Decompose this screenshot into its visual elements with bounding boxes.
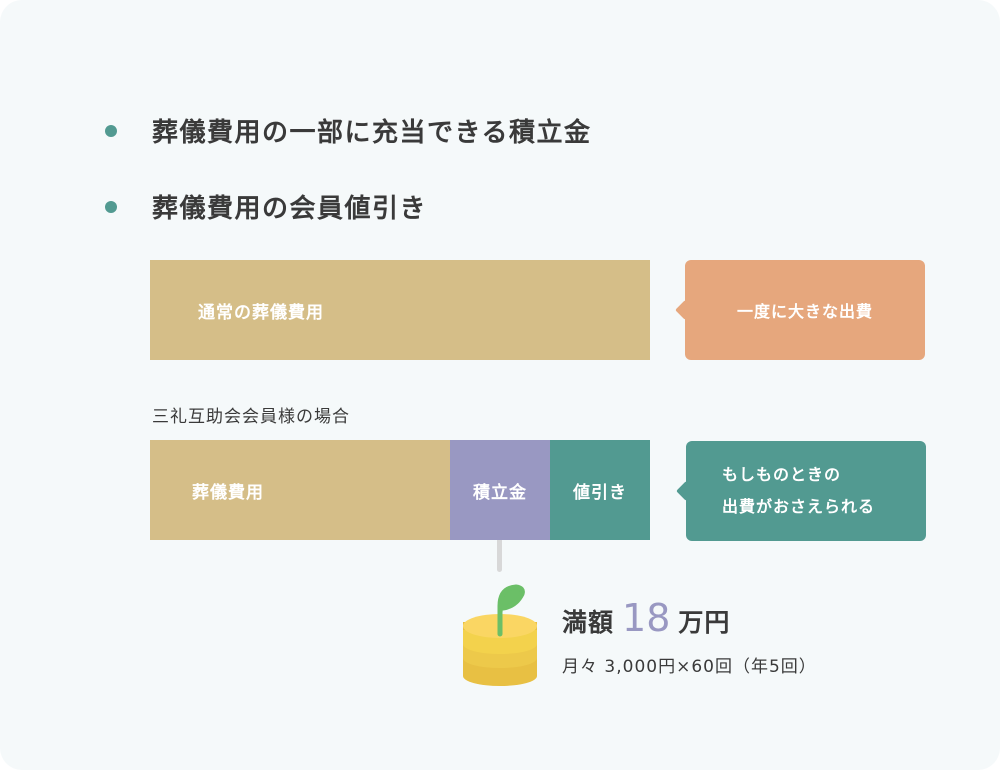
savings-amount: 満額 18 万円 bbox=[562, 596, 730, 640]
installment-detail: 月々 3,000円×60回（年5回） bbox=[562, 657, 817, 677]
large-expense-callout: 一度に大きな出費 bbox=[685, 260, 925, 360]
bullet-item-discount: 葬儀費用の会員値引き bbox=[105, 188, 427, 225]
bullet-item-savings: 葬儀費用の一部に充当できる積立金 bbox=[105, 112, 591, 149]
callout-line-2: 出費がおさえられる bbox=[722, 497, 876, 516]
member-case-label: 三礼互助会会員様の場合 bbox=[152, 407, 350, 427]
segment-label: 値引き bbox=[573, 482, 627, 503]
discount-segment: 値引き bbox=[550, 440, 650, 540]
coin-stack-sprout-icon bbox=[463, 584, 537, 686]
normal-funeral-cost-bar: 通常の葬儀費用 bbox=[150, 260, 650, 360]
bullet-dot-icon bbox=[105, 124, 117, 137]
bar-label: 通常の葬儀費用 bbox=[198, 302, 324, 323]
bullet-text: 葬儀費用の会員値引き bbox=[152, 194, 428, 224]
callout-text: 一度に大きな出費 bbox=[736, 302, 873, 321]
reduced-expense-callout: もしものときの 出費がおさえられる bbox=[686, 441, 926, 541]
amount-prefix: 満額 bbox=[562, 608, 615, 637]
connector-line bbox=[497, 540, 502, 572]
segment-label: 葬儀費用 bbox=[192, 482, 264, 503]
callout-line-1: もしものときの bbox=[722, 465, 842, 484]
member-funeral-cost-segment: 葬儀費用 bbox=[150, 440, 450, 540]
amount-number: 18 bbox=[622, 596, 671, 640]
savings-segment: 積立金 bbox=[450, 440, 550, 540]
bullet-text: 葬儀費用の一部に充当できる積立金 bbox=[152, 118, 592, 148]
amount-unit: 万円 bbox=[678, 608, 731, 637]
bullet-dot-icon bbox=[105, 200, 117, 213]
segment-label: 積立金 bbox=[473, 482, 527, 503]
